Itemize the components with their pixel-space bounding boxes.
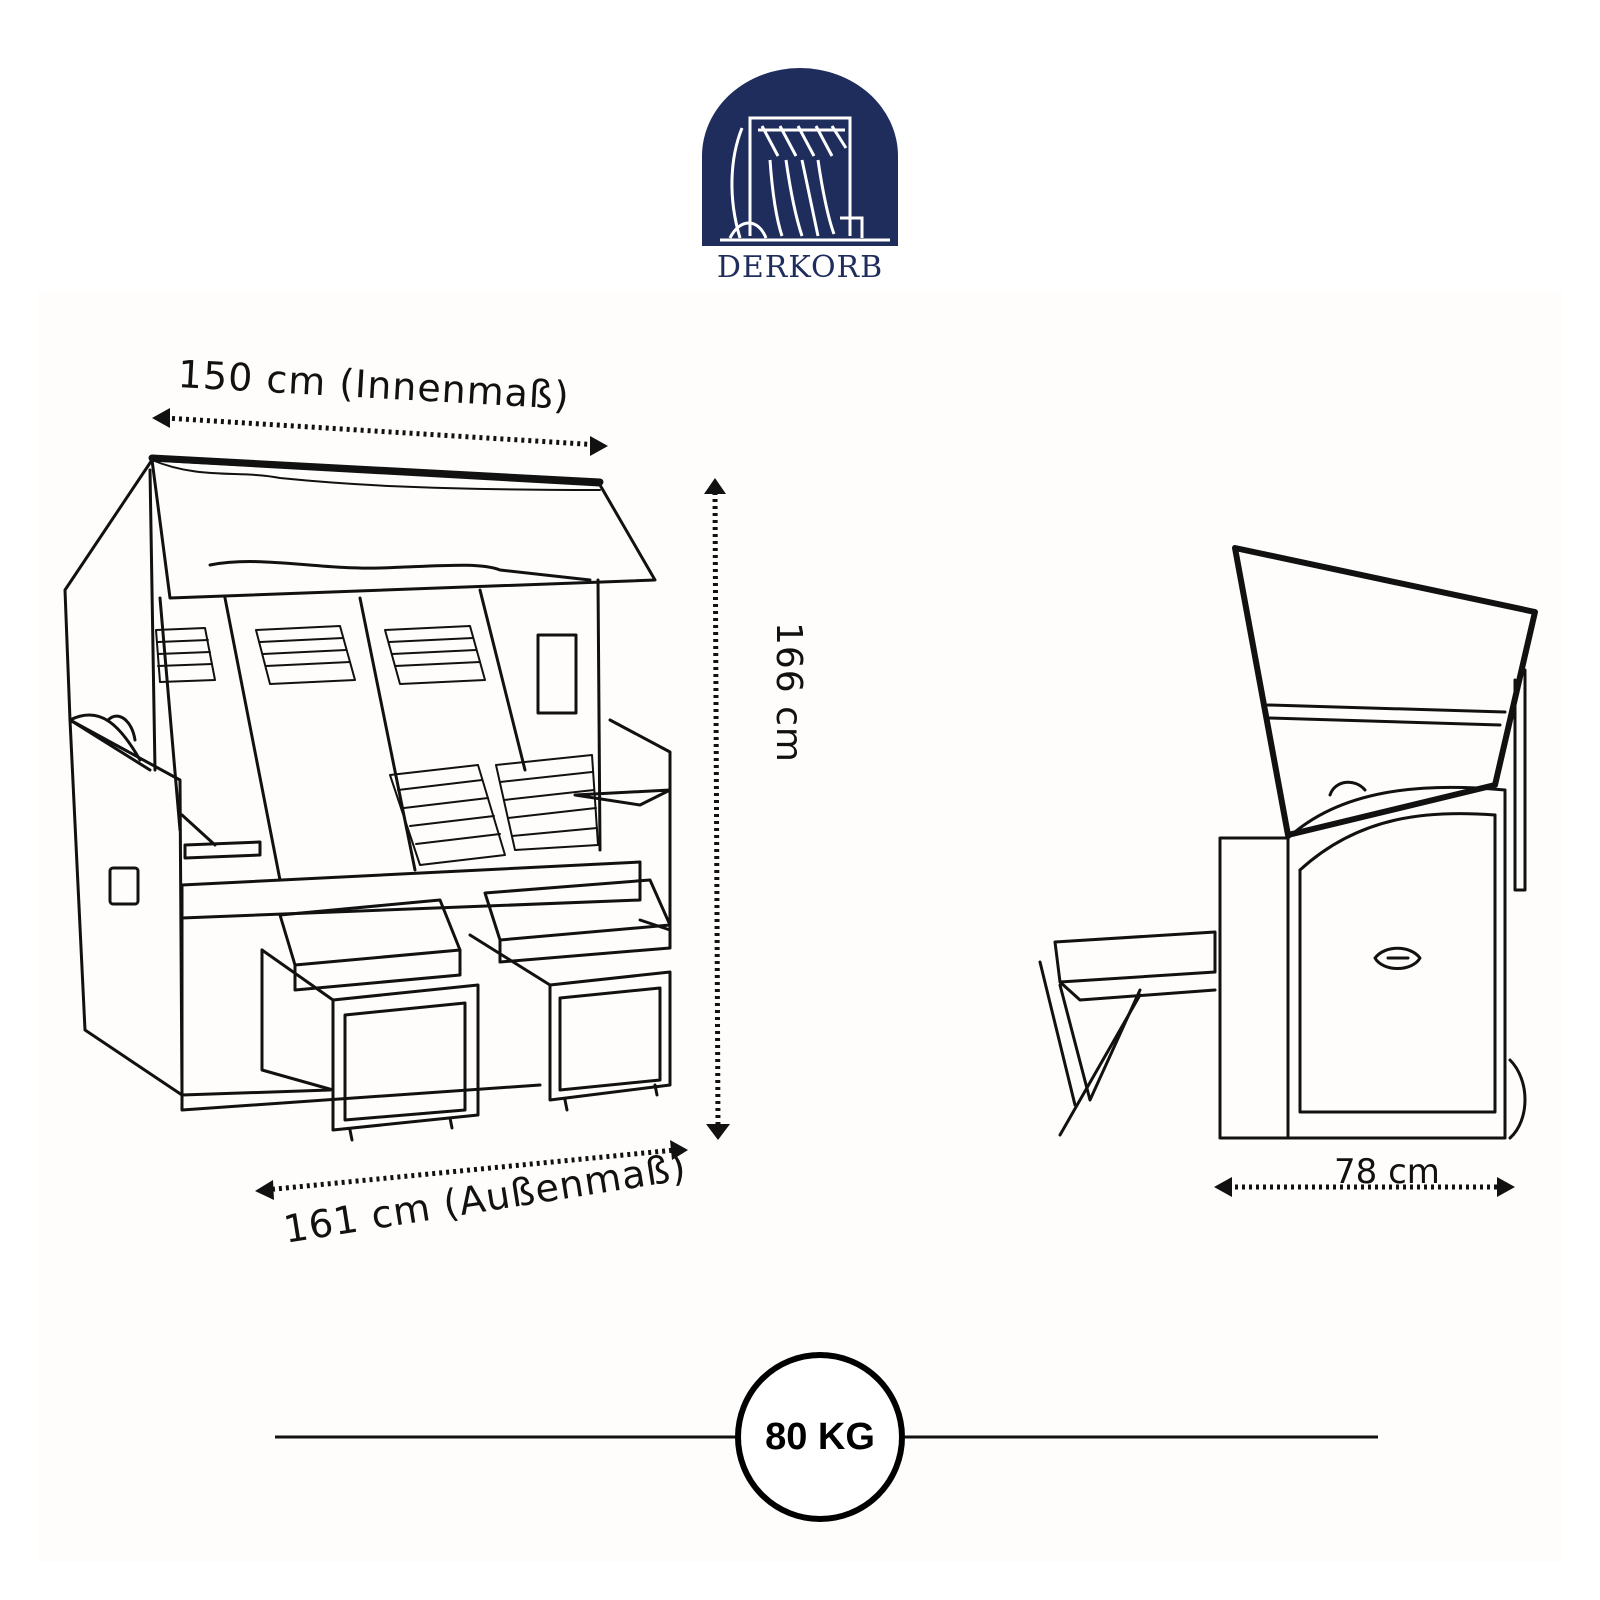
content-panel	[38, 292, 1562, 1562]
depth-label: 78 cm	[1334, 1152, 1440, 1192]
weight-badge: 80 KG	[735, 1352, 905, 1522]
weight-label: 80 KG	[765, 1415, 875, 1458]
derkorb-logo	[702, 68, 898, 246]
height-label: 166 cm	[768, 621, 810, 764]
brand-name: DERKORB	[716, 250, 884, 285]
